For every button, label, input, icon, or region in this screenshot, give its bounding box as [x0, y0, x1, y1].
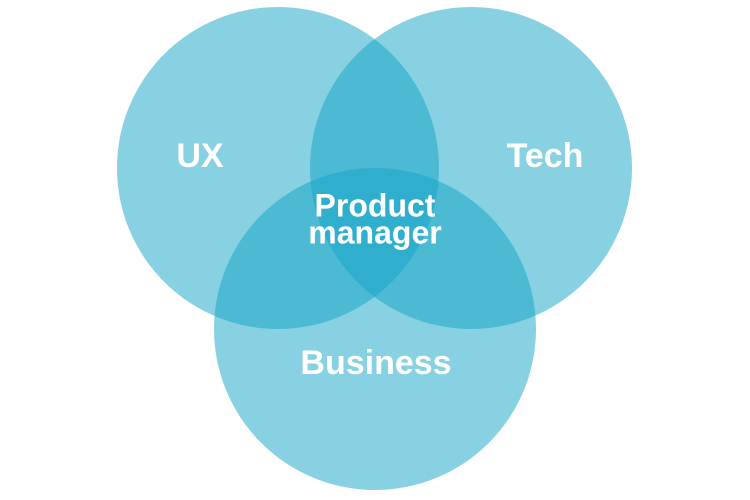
center-label-line2: manager: [308, 214, 441, 250]
tech-label: Tech: [507, 137, 584, 175]
center-label-line1: Product: [315, 187, 436, 223]
business-label: Business: [300, 344, 451, 382]
ux-label: UX: [176, 137, 224, 175]
business-circle: [214, 168, 536, 490]
